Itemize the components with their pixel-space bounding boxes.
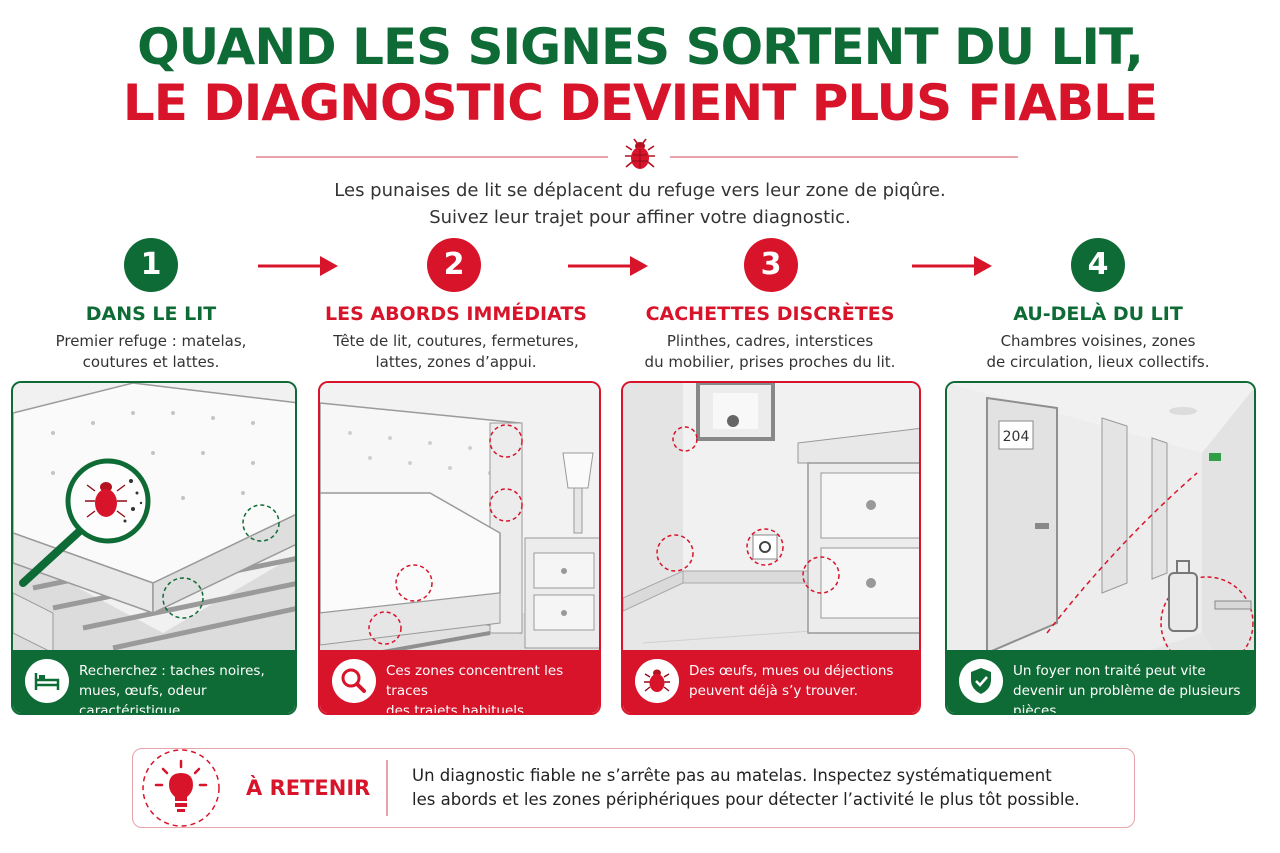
retain-text-line: les abords et les zones périphériques po…	[412, 790, 1080, 809]
title-line-1: QUAND LES SIGNES SORTENT DU LIT,	[137, 18, 1144, 76]
arrow-right-icon	[568, 256, 648, 276]
step-2-title: LES ABORDS IMMÉDIATS	[324, 303, 587, 325]
bed-icon	[25, 659, 69, 703]
step-4-number: 4	[1071, 238, 1125, 292]
step-3-desc-line: du mobilier, prises proches du lit.	[644, 353, 896, 371]
step-4-desc-line: de circulation, lieux collectifs.	[986, 353, 1210, 371]
step-4-title: AU-DELÀ DU LIT	[1013, 303, 1183, 325]
step-1-desc-line: Premier refuge : matelas,	[55, 332, 247, 350]
step-3-number: 3	[744, 238, 798, 292]
card-3-band-line: peuvent déjà s’y trouver.	[689, 683, 858, 699]
step-1-title: DANS LE LIT	[85, 303, 217, 325]
card-4-band-line: Un foyer non traité peut vite	[1013, 663, 1206, 679]
step-3-description: Plinthes, cadres, interstices du mobilie…	[620, 331, 920, 373]
headboard-illustration	[320, 383, 599, 713]
card-beyond-bed: 204 Un foyer non traité peut vite deveni…	[945, 381, 1256, 715]
card-1-band-line: mues, œufs, odeur caractéristique.	[79, 683, 207, 715]
step-4-description: Chambres voisines, zones de circulation,…	[948, 331, 1248, 373]
card-1-band-line: Recherchez : taches noires,	[79, 663, 265, 679]
retain-text: Un diagnostic fiable ne s’arrête pas au …	[412, 764, 1080, 812]
step-1-description: Premier refuge : matelas, coutures et la…	[1, 331, 301, 373]
card-4-band: Un foyer non traité peut vite devenir un…	[947, 650, 1254, 713]
intro-line-1: Les punaises de lit se déplacent du refu…	[334, 180, 946, 201]
arrow-right-icon	[258, 256, 338, 276]
step-3-desc-line: Plinthes, cadres, interstices	[666, 332, 874, 350]
card-3-band-line: Des œufs, mues ou déjections	[689, 663, 894, 679]
card-in-bed: Recherchez : taches noires, mues, œufs, …	[11, 381, 297, 715]
room-number-label: 204	[1003, 429, 1030, 445]
card-surroundings: Ces zones concentrent les traces des tra…	[318, 381, 601, 715]
card-3-band: Des œufs, mues ou déjections peuvent déj…	[623, 650, 919, 713]
step-2-description: Tête de lit, coutures, fermetures, latte…	[306, 331, 606, 373]
step-1-number: 1	[124, 238, 178, 292]
step-2-desc-line: Tête de lit, coutures, fermetures,	[333, 332, 579, 350]
retain-title: À RETENIR	[246, 776, 371, 800]
shield-check-icon	[959, 659, 1003, 703]
retain-box	[132, 748, 1135, 828]
step-3-title: CACHETTES DISCRÈTES	[645, 303, 895, 325]
arrow-right-icon	[912, 256, 992, 276]
title-line-2: LE DIAGNOSTIC DEVIENT PLUS FIABLE	[122, 74, 1158, 132]
step-4-desc-line: Chambres voisines, zones	[1000, 332, 1196, 350]
card-hiding-places: Des œufs, mues ou déjections peuvent déj…	[621, 381, 921, 715]
card-2-band-line: Ces zones concentrent les traces	[386, 663, 564, 699]
intro-line-2: Suivez leur trajet pour affiner votre di…	[429, 207, 851, 228]
divider-left	[256, 156, 608, 158]
retain-text-line: Un diagnostic fiable ne s’arrête pas au …	[412, 766, 1052, 785]
bedbug-icon	[625, 138, 655, 169]
card-2-band: Ces zones concentrent les traces des tra…	[320, 650, 599, 713]
step-2-number: 2	[427, 238, 481, 292]
step-2-desc-line: lattes, zones d’appui.	[375, 353, 537, 371]
retain-separator	[386, 760, 388, 816]
card-1-band: Recherchez : taches noires, mues, œufs, …	[13, 650, 295, 713]
bedbug-icon	[635, 659, 679, 703]
divider-right	[670, 156, 1018, 158]
lightbulb-icon	[142, 749, 220, 827]
card-2-band-line: des trajets habituels.	[386, 703, 529, 715]
card-4-band-line: devenir un problème de plusieurs pièces.	[1013, 683, 1241, 715]
step-1-desc-line: coutures et lattes.	[82, 353, 220, 371]
magnifier-icon	[332, 659, 376, 703]
intro-text: Les punaises de lit se déplacent du refu…	[0, 177, 1280, 231]
